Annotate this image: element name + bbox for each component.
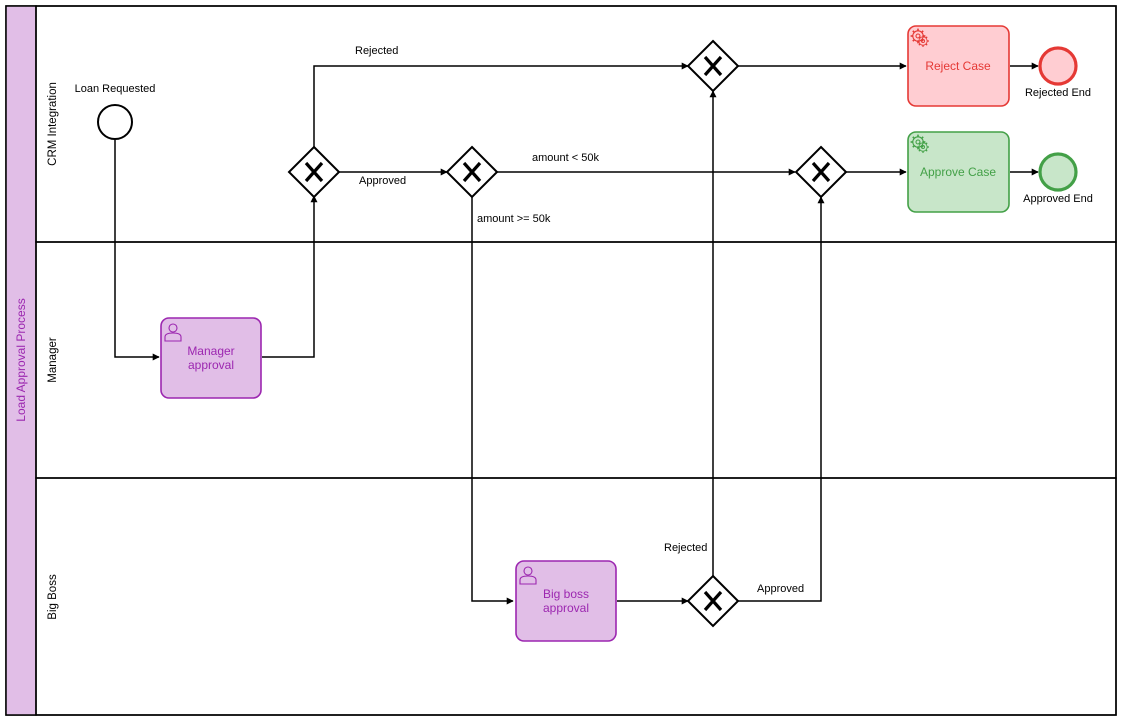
flow-label-amount-lt: amount < 50k	[532, 152, 599, 164]
rejected-end-event[interactable]	[1038, 46, 1078, 86]
flow-label-manager-approved: Approved	[359, 175, 406, 187]
gateway-x-icon	[304, 161, 324, 183]
gateway-reject-merge[interactable]	[686, 39, 740, 93]
gateway-x-icon	[462, 161, 482, 183]
flow-boss-approved[interactable]	[738, 196, 825, 602]
task-label-line2: approval	[543, 601, 589, 615]
flow-label-boss-rejected: Rejected	[664, 542, 707, 554]
gateway-manager-decision[interactable]	[287, 145, 341, 199]
start-event[interactable]	[97, 104, 133, 140]
flow-label-boss-approved: Approved	[757, 583, 804, 595]
gateway-amount-decision[interactable]	[445, 145, 499, 199]
start-event-label: Loan Requested	[75, 83, 156, 95]
lane-bigboss-border	[35, 477, 1117, 716]
gateway-approve-merge[interactable]	[794, 145, 848, 199]
user-icon	[519, 566, 537, 585]
task-approve-case[interactable]: Approve Case	[907, 131, 1010, 213]
flow-label-amount-gte: amount >= 50k	[477, 213, 551, 225]
flow-label-manager-rejected: Rejected	[355, 45, 398, 57]
rejected-end-label: Rejected End	[1025, 87, 1091, 99]
task-label-line1: Manager	[187, 344, 234, 358]
gateway-x-icon	[703, 590, 723, 612]
task-label-line2: approval	[188, 358, 234, 372]
task-big-boss-approval[interactable]: Big boss approval	[515, 560, 617, 642]
task-reject-case[interactable]: Reject Case	[907, 25, 1010, 107]
gateway-big-boss-decision[interactable]	[686, 574, 740, 628]
flow-gateway1-rejected[interactable]	[313, 62, 689, 148]
task-label: Approve Case	[920, 165, 996, 179]
gateway-x-icon	[811, 161, 831, 183]
approved-end-circle	[1038, 152, 1078, 192]
flow-manager-to-gateway1[interactable]	[262, 195, 318, 358]
start-event-circle	[97, 104, 133, 140]
pool-header	[5, 5, 37, 716]
user-icon	[164, 323, 182, 342]
lane-label-manager: Manager	[47, 337, 59, 383]
approved-end-label: Approved End	[1023, 193, 1093, 205]
task-manager-approval[interactable]: Manager approval	[160, 317, 262, 399]
rejected-end-circle	[1038, 46, 1078, 86]
gateway-x-icon	[703, 55, 723, 77]
lane-big-boss[interactable]: Big Boss	[35, 477, 1117, 716]
flow-start-to-manager[interactable]	[114, 140, 160, 361]
sequence-flows	[114, 62, 1039, 605]
task-label-line1: Big boss	[543, 587, 589, 601]
flow-amount-gte-50k[interactable]	[471, 196, 514, 605]
lane-label-crm: CRM Integration	[47, 82, 59, 166]
pool-label: Load Approval Process	[14, 298, 28, 421]
approved-end-event[interactable]	[1038, 152, 1078, 192]
task-label: Reject Case	[925, 59, 991, 73]
lane-label-big-boss: Big Boss	[47, 574, 59, 620]
